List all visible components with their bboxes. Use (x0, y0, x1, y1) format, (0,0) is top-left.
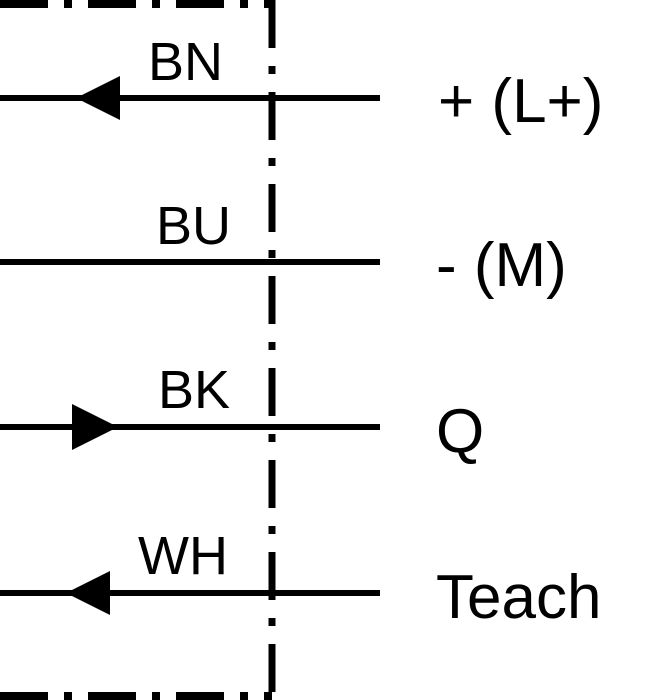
arrow-left-icon (76, 76, 120, 120)
terminal-label-teach: Teach (436, 563, 601, 632)
wire-row-bn: BN + (L+) (0, 32, 603, 136)
wire-label-bn: BN (148, 32, 223, 92)
arrow-right-icon (72, 404, 118, 450)
wire-label-bu: BU (156, 196, 231, 256)
arrow-left-icon (66, 571, 110, 615)
wire-row-bk: BK Q (0, 360, 484, 466)
terminal-label-supply-minus: - (M) (436, 231, 567, 300)
terminal-label-supply-plus: + (L+) (438, 67, 603, 136)
housing-boundary (0, 0, 276, 700)
terminal-label-output-q: Q (436, 397, 484, 466)
wire-label-bk: BK (158, 360, 230, 420)
wire-row-bu: BU - (M) (0, 196, 567, 300)
wire-row-wh: WH Teach (0, 526, 601, 632)
wire-label-wh: WH (138, 526, 228, 586)
